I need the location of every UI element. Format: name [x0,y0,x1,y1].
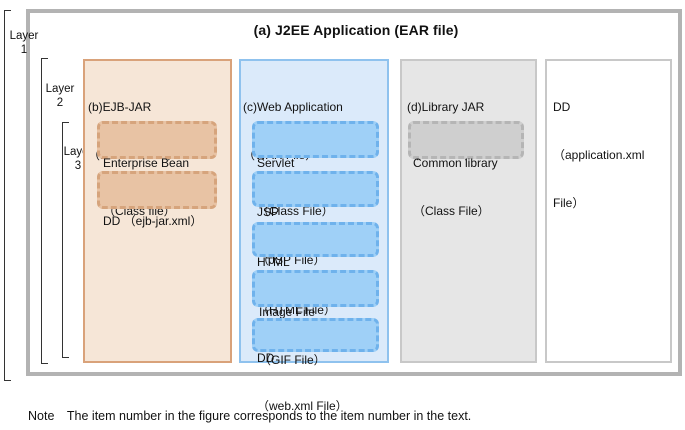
web-app-title: (c)Web Application [243,100,343,114]
layer2-number: 2 [56,97,64,109]
module-web-dd [252,318,379,352]
module-common-library-label: Common library （Class File） [413,123,498,235]
module-jsp-line1: JSP [257,205,280,219]
module-ejb-dd-label: DD （ejb-jar.xml） [103,181,202,245]
module-servlet-line2: （Class File） [257,204,334,218]
module-servlet [252,121,379,158]
library-jar-panel [400,59,537,363]
module-ejb-dd [97,171,217,209]
application-dd-subtitle: （application.xml [553,148,645,162]
module-html-line1: HTML [257,255,290,269]
application-dd-panel [545,59,672,363]
module-web-dd-line2: （web.xml File） [257,399,348,413]
module-enterprise-bean-line1: Enterprise Bean [103,156,190,170]
figure-note: Note The item number in the figure corre… [28,409,472,423]
module-ejb-dd-line1: DD （ejb-jar.xml） [103,214,203,228]
module-common-library-line2: （Class File） [413,204,490,218]
ejb-jar-title: (b)EJB-JAR [88,100,152,114]
layer3-bracket [62,122,69,358]
ejb-jar-panel [83,59,232,363]
module-jsp [252,171,379,207]
layer3-number: 3 [74,160,82,172]
layer2-label: Layer 2 [42,82,78,110]
layer1-label: Layer 1 [6,29,42,57]
module-image-file-line2: （GIF File） [259,353,326,367]
layer2-name: Layer [45,83,75,95]
library-jar-title: (d)Library JAR [407,100,485,114]
module-image-file-label: Image File （GIF File） [259,272,326,384]
layer1-number: 1 [20,44,28,56]
module-html [252,222,379,257]
module-enterprise-bean [97,121,217,159]
module-web-dd-line1: DD [257,351,275,365]
layer1-bracket [4,10,11,381]
ear-title: (a) J2EE Application (EAR file) [253,22,459,38]
module-common-library [408,121,524,159]
module-image-file-line1: Image File [259,305,316,319]
module-web-dd-label: DD （web.xml File） [257,318,348,430]
application-dd-subtitle2: File） [553,196,585,210]
web-app-panel [239,59,389,363]
module-common-library-line1: Common library [413,156,498,170]
module-servlet-line1: Servlet [257,156,295,170]
layer1-name: Layer [9,30,39,42]
application-dd-title: DD [553,100,571,114]
module-image-file [252,270,379,307]
layer2-bracket [41,58,48,364]
module-servlet-label: Servlet （Class File） [257,123,334,235]
application-dd-panel-label: DD （application.xml File） [553,67,644,227]
